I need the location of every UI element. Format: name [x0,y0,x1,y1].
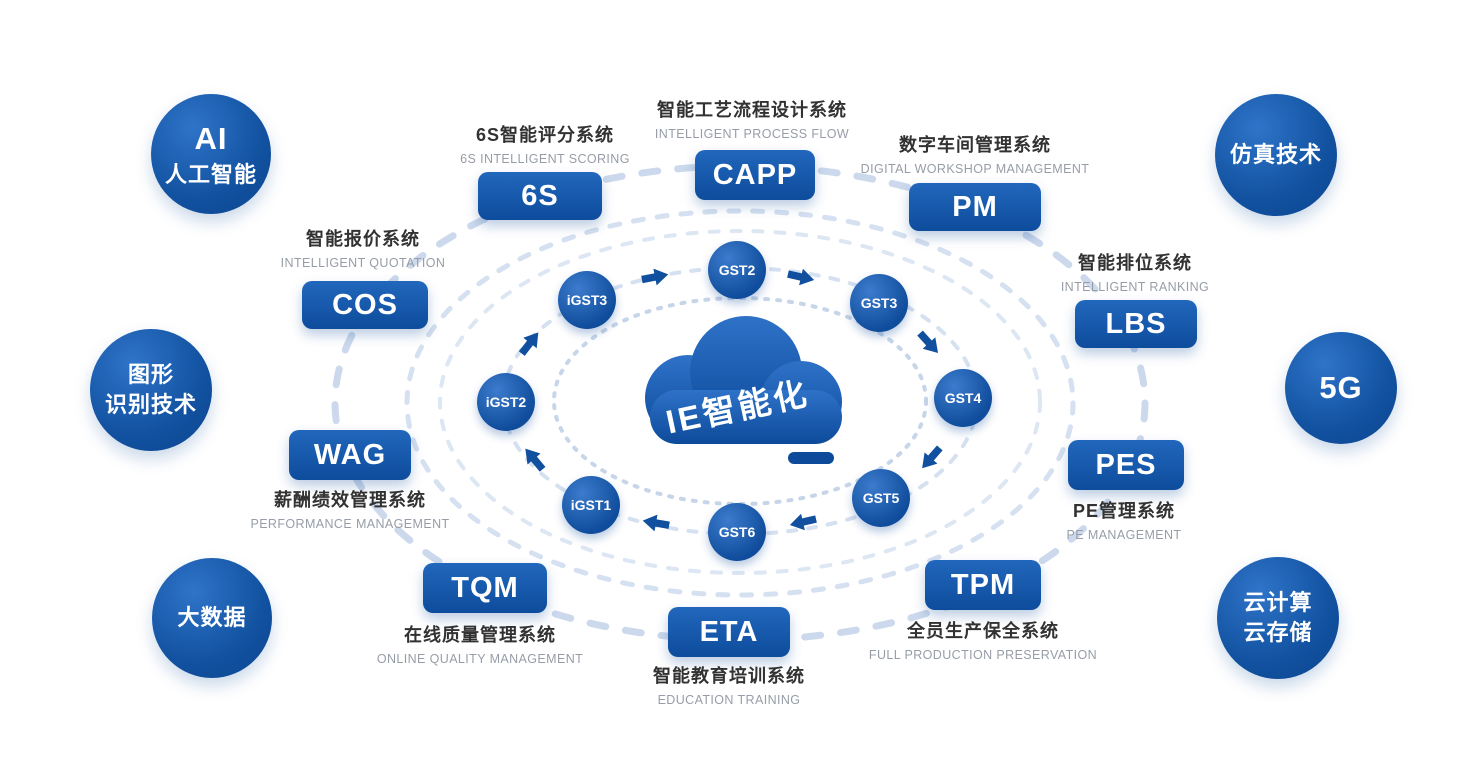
node-gst6: GST6 [708,503,766,561]
system-label-6s-zh: 6S智能评分系统 [475,125,615,145]
system-label-lbs-en: INTELLIGENT RANKING [1060,280,1210,294]
tech-circle-vision-line2: 识别技术 [104,392,197,417]
system-box-pm: PM [909,183,1041,231]
system-box-pes: PES [1068,440,1184,490]
tech-circle-vision: 图形 识别技术 [90,329,212,451]
tech-circle-ai-line1: AI [194,121,228,157]
system-label-tqm-en: ONLINE QUALITY MANAGEMENT [376,652,584,666]
system-label-cos: 智能报价系统 INTELLIGENT QUOTATION [281,226,446,274]
system-label-pm: 数字车间管理系统 DIGITAL WORKSHOP MANAGEMENT [861,132,1090,180]
tech-circle-cloud-line2: 云存储 [1243,620,1313,645]
node-igst1: iGST1 [562,476,620,534]
system-label-lbs: 智能排位系统 INTELLIGENT RANKING [1061,250,1209,298]
node-igst2: iGST2 [477,373,535,431]
system-label-tpm-zh: 全员生产保全系统 [906,621,1059,641]
tech-circle-vision-line1: 图形 [127,362,174,388]
system-label-pm-zh: 数字车间管理系统 [899,135,1051,155]
node-gst4: GST4 [934,369,992,427]
system-label-eta-en: EDUCATION TRAINING [657,693,801,707]
system-label-pm-en: DIGITAL WORKSHOP MANAGEMENT [860,162,1090,176]
tech-circle-ai: AI 人工智能 [151,94,271,214]
system-box-wag: WAG [289,430,411,480]
tech-circle-bigdata-line1: 大数据 [177,605,247,631]
tech-circle-cloud-line1: 云计算 [1243,590,1313,616]
system-label-cos-zh: 智能报价系统 [305,229,420,249]
system-label-pes-zh: PE管理系统 [1072,501,1175,521]
system-box-lbs: LBS [1075,300,1197,348]
tech-circle-5g: 5G [1285,332,1397,444]
system-label-wag-zh: 薪酬绩效管理系统 [274,490,426,510]
system-label-pes: PE管理系统 PE MANAGEMENT [1067,498,1182,546]
system-label-eta: 智能教育培训系统 EDUCATION TRAINING [653,663,805,711]
system-label-wag: 薪酬绩效管理系统 PERFORMANCE MANAGEMENT [250,487,449,535]
node-gst5: GST5 [852,469,910,527]
system-box-cos: COS [302,281,428,329]
system-label-tqm-zh: 在线质量管理系统 [404,625,556,645]
system-label-capp: 智能工艺流程设计系统 INTELLIGENT PROCESS FLOW [655,97,849,145]
tech-circle-simulation: 仿真技术 [1215,94,1337,216]
system-label-wag-en: PERFORMANCE MANAGEMENT [250,517,450,531]
system-box-tpm: TPM [925,560,1041,610]
tech-circle-cloud: 云计算 云存储 [1217,557,1339,679]
system-label-capp-en: INTELLIGENT PROCESS FLOW [654,127,850,141]
tech-circle-5g-line1: 5G [1319,370,1363,406]
system-label-6s: 6S智能评分系统 6S INTELLIGENT SCORING [460,122,630,170]
system-label-6s-en: 6S INTELLIGENT SCORING [460,152,630,166]
node-gst2: GST2 [708,241,766,299]
tech-circle-bigdata: 大数据 [152,558,272,678]
tech-circle-simulation-line1: 仿真技术 [1229,142,1322,168]
system-label-lbs-zh: 智能排位系统 [1078,253,1192,273]
system-box-eta: ETA [668,607,790,657]
system-label-tpm: 全员生产保全系统 FULL PRODUCTION PRESERVATION [869,618,1097,666]
node-gst3: GST3 [850,274,908,332]
system-label-pes-en: PE MANAGEMENT [1066,528,1182,542]
system-label-eta-zh: 智能教育培训系统 [653,666,805,686]
system-box-6s: 6S [478,172,602,220]
system-label-tpm-en: FULL PRODUCTION PRESERVATION [868,648,1098,662]
system-label-capp-zh: 智能工艺流程设计系统 [656,100,847,120]
system-label-cos-en: INTELLIGENT QUOTATION [280,256,446,270]
tech-circle-ai-line2: 人工智能 [164,162,257,188]
node-igst3: iGST3 [558,271,616,329]
system-box-tqm: TQM [423,563,547,613]
system-box-capp: CAPP [695,150,815,200]
cloud-shape [645,316,842,444]
system-label-tqm: 在线质量管理系统 ONLINE QUALITY MANAGEMENT [377,622,583,670]
